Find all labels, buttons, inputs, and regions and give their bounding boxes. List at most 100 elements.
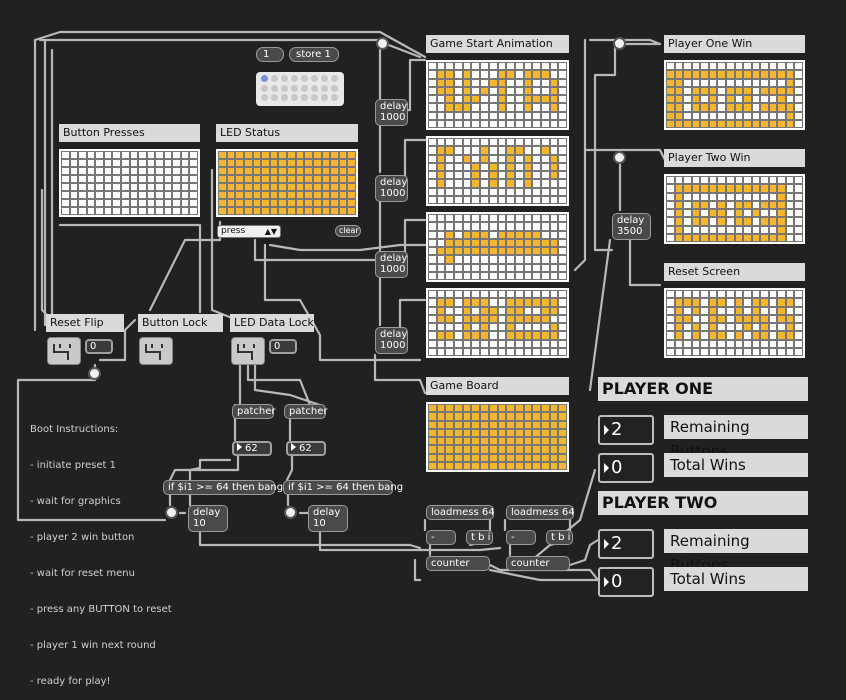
led-cell[interactable]: [514, 70, 524, 79]
number-led-lock[interactable]: 0: [269, 339, 297, 354]
led-cell[interactable]: [666, 323, 675, 332]
led-cell[interactable]: [700, 314, 709, 323]
led-cell[interactable]: [532, 271, 541, 280]
led-cell[interactable]: [243, 151, 253, 159]
led-cell[interactable]: [794, 314, 803, 323]
led-cell[interactable]: [436, 420, 446, 429]
led-cell[interactable]: [146, 167, 156, 175]
led-cell[interactable]: [734, 209, 744, 218]
led-cell[interactable]: [269, 191, 279, 199]
led-cell[interactable]: [95, 175, 104, 183]
led-cell[interactable]: [540, 154, 550, 163]
led-cell[interactable]: [674, 119, 684, 128]
led-cell[interactable]: [304, 167, 313, 175]
led-cell[interactable]: [540, 230, 550, 239]
led-cell[interactable]: [428, 187, 437, 196]
led-cell[interactable]: [523, 339, 533, 348]
led-cell[interactable]: [523, 255, 533, 264]
led-cell[interactable]: [436, 271, 446, 280]
led-cell[interactable]: [708, 200, 718, 209]
led-cell[interactable]: [549, 119, 559, 128]
led-cell[interactable]: [120, 199, 130, 207]
led-cell[interactable]: [558, 290, 567, 299]
led-cell[interactable]: [129, 167, 139, 175]
led-cell[interactable]: [549, 146, 559, 155]
led-cell[interactable]: [189, 199, 198, 207]
led-cell[interactable]: [683, 290, 692, 299]
led-cell[interactable]: [497, 339, 507, 348]
led-cell[interactable]: [497, 331, 507, 340]
led-cell[interactable]: [243, 159, 253, 167]
led-cell[interactable]: [725, 233, 735, 242]
led-cell[interactable]: [717, 70, 726, 79]
led-cell[interactable]: [743, 200, 752, 209]
led-cell[interactable]: [436, 461, 446, 470]
led-cell[interactable]: [480, 179, 489, 188]
led-cell[interactable]: [86, 183, 96, 191]
led-cell[interactable]: [189, 191, 198, 199]
led-cell[interactable]: [523, 70, 533, 79]
led-cell[interactable]: [252, 191, 262, 199]
if-object-left[interactable]: if $i1 >= 64 then bang: [163, 480, 283, 495]
led-cell[interactable]: [532, 103, 541, 112]
led-cell[interactable]: [523, 437, 533, 446]
preset-slot[interactable]: [311, 84, 318, 92]
led-cell[interactable]: [768, 111, 778, 120]
led-cell[interactable]: [785, 86, 795, 95]
led-cell[interactable]: [514, 119, 524, 128]
led-cell[interactable]: [61, 151, 70, 159]
led-cell[interactable]: [488, 111, 498, 120]
led-cell[interactable]: [794, 209, 803, 218]
led-cell[interactable]: [462, 404, 472, 413]
led-cell[interactable]: [436, 195, 446, 204]
led-cell[interactable]: [785, 225, 795, 234]
led-cell[interactable]: [506, 222, 515, 231]
led-cell[interactable]: [674, 200, 684, 209]
led-cell[interactable]: [445, 437, 455, 446]
led-cell[interactable]: [751, 225, 761, 234]
led-cell[interactable]: [734, 314, 744, 323]
led-cell[interactable]: [768, 233, 778, 242]
led-cell[interactable]: [471, 70, 481, 79]
led-cell[interactable]: [768, 339, 778, 348]
led-cell[interactable]: [549, 263, 559, 272]
led-cell[interactable]: [674, 298, 684, 307]
led-cell[interactable]: [261, 183, 270, 191]
led-cell[interactable]: [540, 347, 550, 356]
led-cell[interactable]: [558, 95, 567, 104]
led-cell[interactable]: [321, 159, 331, 167]
led-cell[interactable]: [674, 209, 684, 218]
led-cell[interactable]: [691, 192, 701, 201]
led-cell[interactable]: [347, 183, 356, 191]
led-cell[interactable]: [471, 339, 481, 348]
led-cell[interactable]: [777, 209, 786, 218]
led-cell[interactable]: [235, 191, 244, 199]
led-cell[interactable]: [558, 314, 567, 323]
led-cell[interactable]: [462, 95, 472, 104]
led-cell[interactable]: [471, 230, 481, 239]
led-cell[interactable]: [708, 290, 718, 299]
led-cell[interactable]: [794, 217, 803, 226]
led-cell[interactable]: [155, 159, 164, 167]
led-cell[interactable]: [506, 78, 515, 87]
led-cell[interactable]: [330, 191, 339, 199]
led-cell[interactable]: [252, 199, 262, 207]
bang-reset-flip-flop[interactable]: [88, 367, 101, 380]
led-cell[interactable]: [532, 119, 541, 128]
led-cell[interactable]: [700, 78, 709, 87]
led-cell[interactable]: [558, 412, 567, 421]
led-cell[interactable]: [480, 437, 489, 446]
minus-left[interactable]: -: [426, 530, 456, 545]
led-cell[interactable]: [717, 347, 726, 356]
led-cell[interactable]: [428, 162, 437, 171]
led-cell[interactable]: [700, 339, 709, 348]
led-cell[interactable]: [523, 95, 533, 104]
led-cell[interactable]: [321, 175, 331, 183]
led-cell[interactable]: [785, 184, 795, 193]
led-cell[interactable]: [235, 159, 244, 167]
led-cell[interactable]: [428, 138, 437, 147]
delay-3[interactable]: delay 1000: [375, 251, 408, 278]
led-cell[interactable]: [488, 179, 498, 188]
bang-if-left[interactable]: [165, 506, 178, 519]
led-cell[interactable]: [674, 314, 684, 323]
